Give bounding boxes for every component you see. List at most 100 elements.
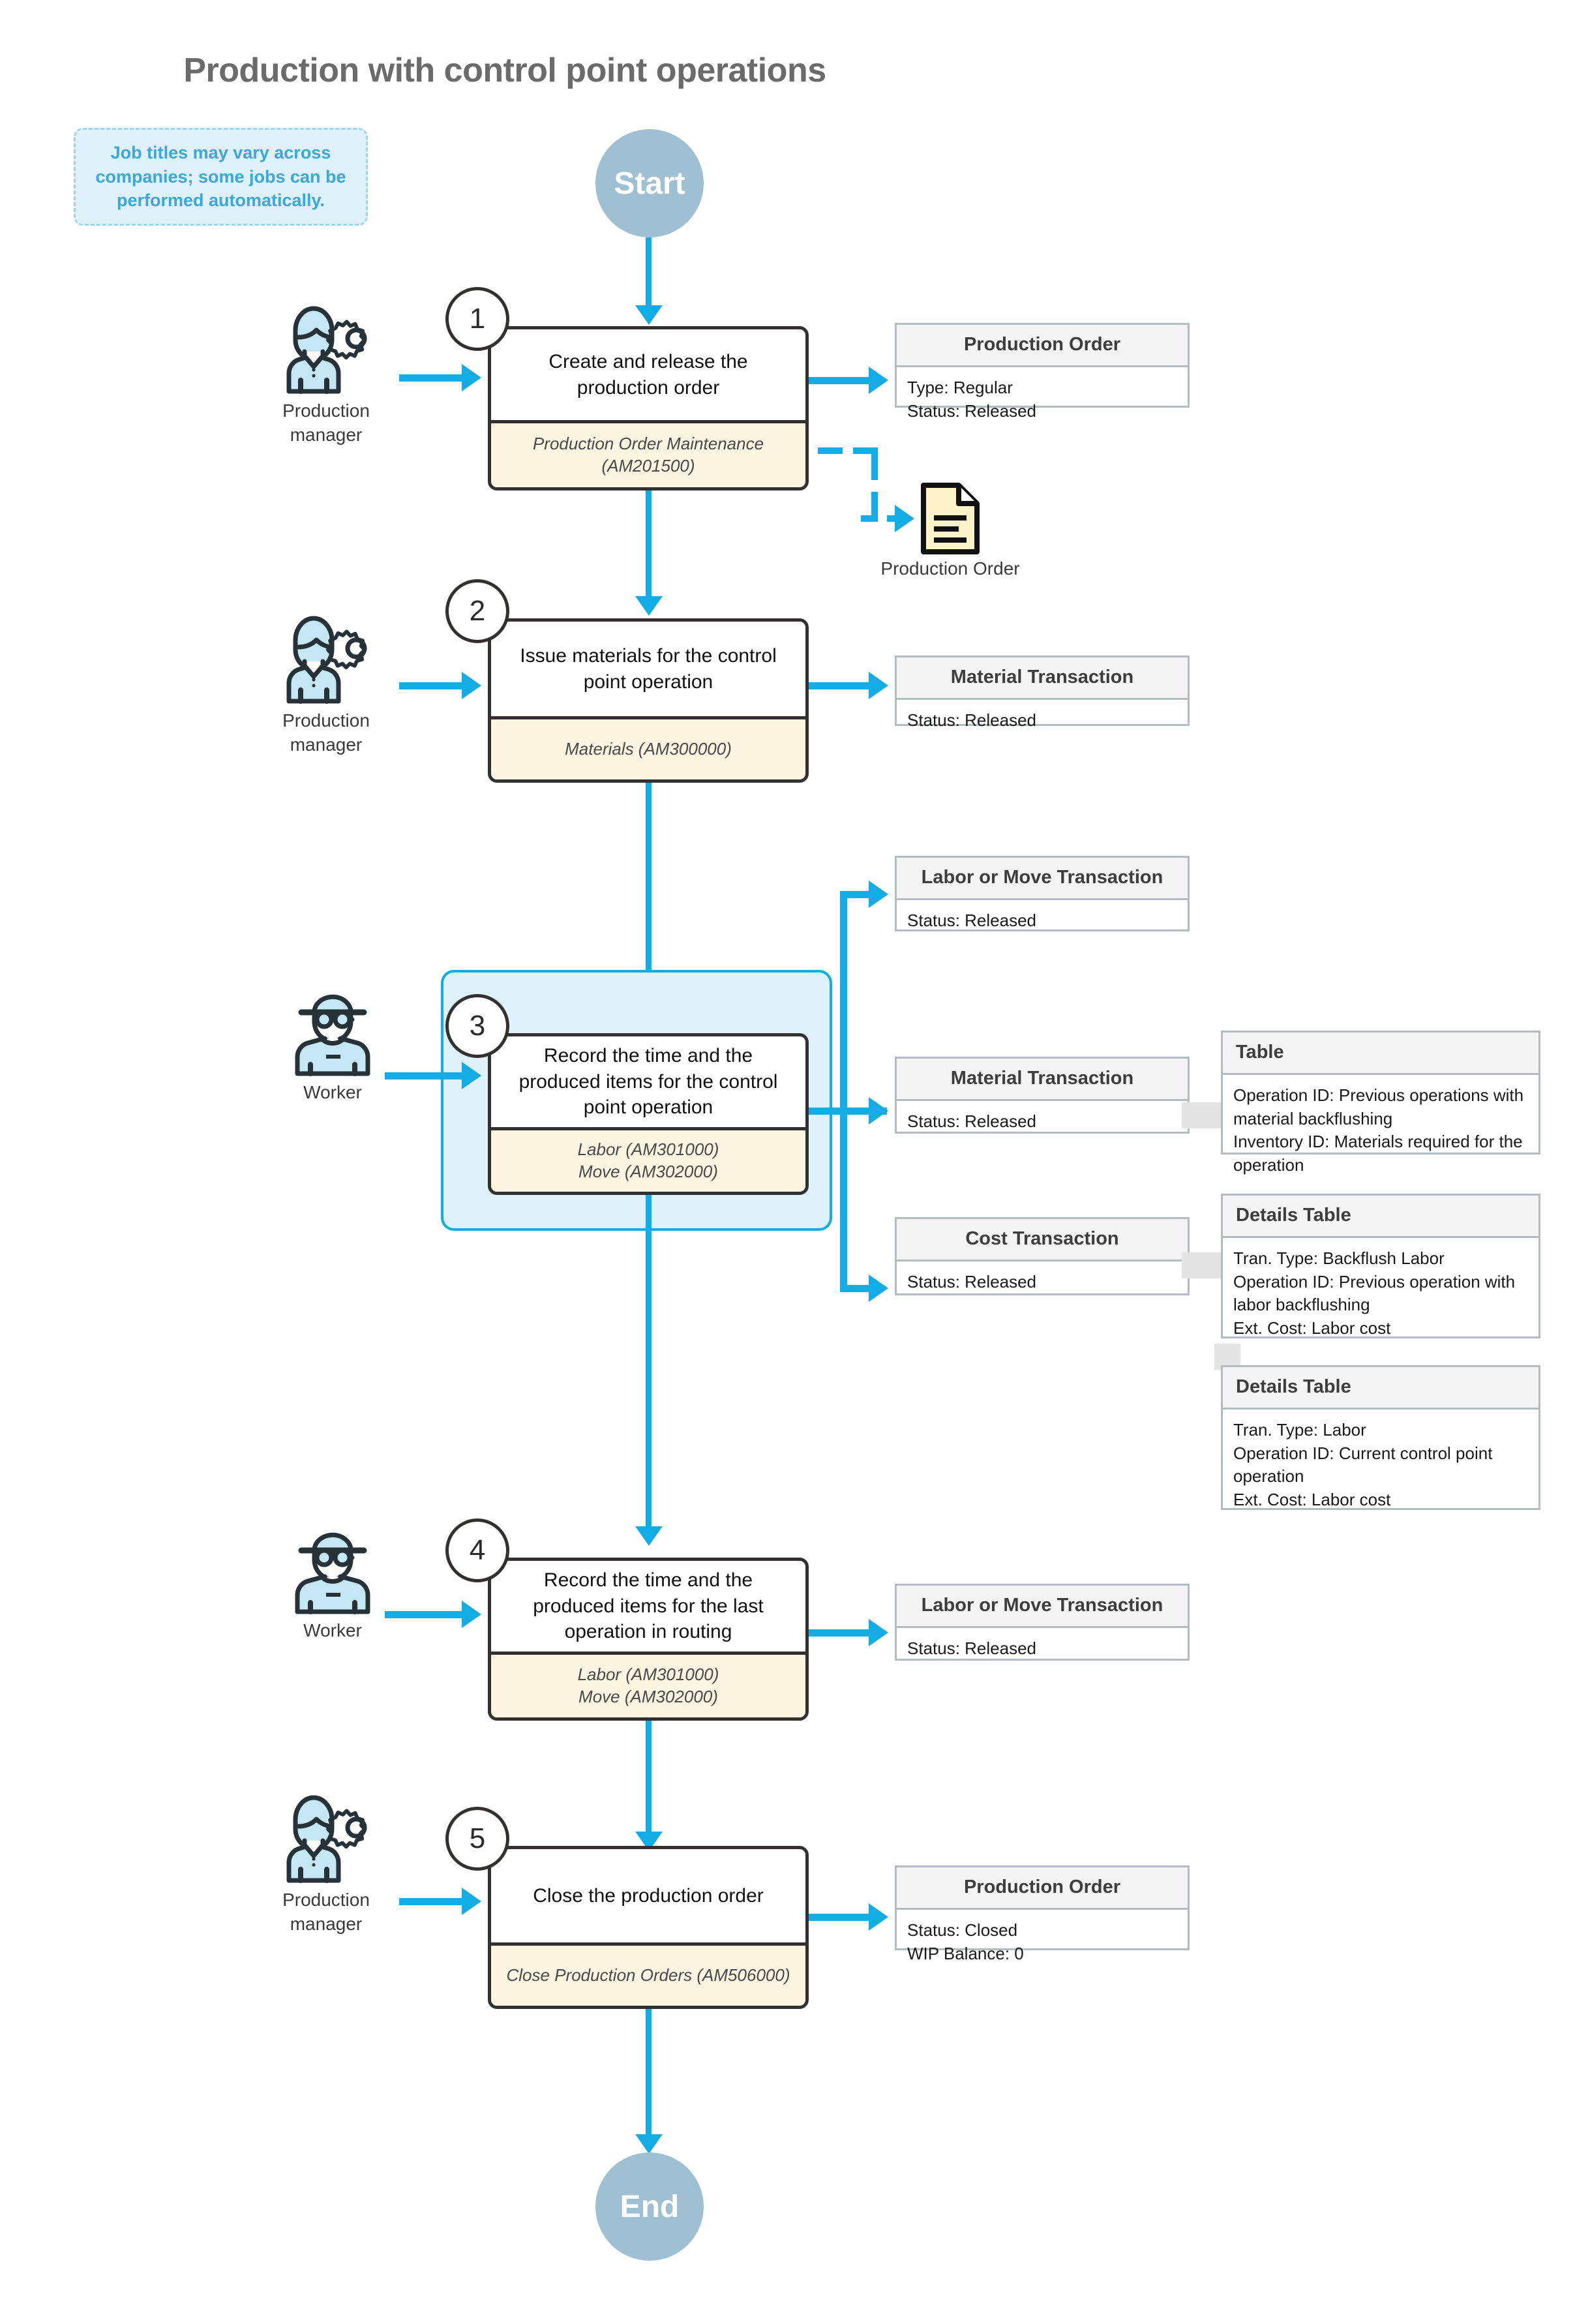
flow-actor2-line [399,682,464,689]
detail-table-body: Tran. Type: Backflush Labor Operation ID… [1223,1238,1538,1350]
entity-body-text: Status: Released [907,1271,1037,1291]
end-node: End [595,2152,704,2261]
flow-actor2-arrowhead [462,672,481,699]
flow-step5-to-entity [809,1914,871,1921]
flow-actor1-line [399,374,464,382]
step-number-5: 5 [445,1807,509,1871]
process-2-screens: Materials (AM300000) [491,716,805,779]
flow-step4-to-entity [809,1629,871,1637]
note-text: Job titles may vary across companies; so… [95,143,346,211]
flow-step3-material-arrowhead [869,1097,888,1124]
process-box-5[interactable]: Close the production order Close Product… [488,1846,809,2009]
actor-label: Worker [303,1620,362,1640]
flow-step3-trunk-v [840,891,847,1292]
entity-body-text: Status: Released [907,710,1037,730]
dash-seg-4 [861,515,878,522]
flow-actor4-arrowhead [462,1601,481,1628]
flow-step4-to-step5 [646,1721,652,1834]
step-number-1-label: 1 [469,303,486,335]
entity-body-text: Status: Released [907,910,1037,930]
entity-body: Status: Released [897,900,1188,942]
detail-table-header: Table [1223,1033,1538,1075]
process-1-screens: Production Order Maintenance (AM201500) [491,420,805,487]
detail-table-labor: Details Table Tran. Type: Labor Operatio… [1221,1365,1540,1510]
start-label: Start [614,166,685,201]
worker-icon [295,1532,370,1614]
detail-table-body-text: Operation ID: Previous operations with m… [1233,1085,1524,1175]
production-manager-icon [286,306,367,394]
entity-labor-move-transaction-3: Labor or Move Transaction Status: Releas… [895,856,1190,931]
entity-material-transaction-3: Material Transaction Status: Released [895,1057,1190,1134]
flow-arrowhead-step1 [635,305,663,325]
entity-body: Status: Released [897,1628,1188,1670]
production-manager-icon [286,1795,367,1883]
entity-header: Labor or Move Transaction [897,1586,1188,1628]
flow-step3-branch-material [840,1108,871,1115]
document-production-order [921,483,980,558]
flow-step1-to-entity [809,377,871,384]
flow-step1-to-step2 [646,490,652,599]
flow-actor1-arrowhead [462,364,481,391]
process-5-screens: Close Production Orders (AM506000) [491,1942,805,2006]
flow-step5-entity-arrowhead [869,1903,888,1931]
worker-icon [295,994,370,1076]
actor-worker-4: Worker [254,1523,411,1642]
flow-step5-to-end [646,2009,652,2137]
entity-body: Status: Released [897,1261,1188,1303]
connector-stub-details-backflush [1182,1252,1225,1278]
step-number-2: 2 [445,579,509,643]
step-number-4: 4 [445,1518,509,1582]
detail-table-body: Tran. Type: Labor Operation ID: Current … [1223,1410,1538,1522]
entity-body-text: Status: Closed WIP Balance: 0 [907,1920,1024,1963]
flow-start-to-step1 [646,237,652,308]
production-manager-icon [286,616,367,704]
document-icon [921,483,980,554]
step-number-3-label: 3 [469,1010,486,1042]
actor-label: Production manager [282,710,370,755]
flow-actor5-arrowhead [462,1888,481,1915]
flow-step2-arrowhead [635,596,663,616]
flow-step2-to-step3 [646,783,652,1002]
actor-label: Production manager [282,400,370,445]
entity-header: Labor or Move Transaction [897,858,1188,900]
entity-material-transaction-2: Material Transaction Status: Released [895,656,1190,730]
entity-cost-transaction-3: Cost Transaction Status: Released [895,1217,1190,1295]
step-number-5-label: 5 [469,1822,486,1854]
step-number-2-label: 2 [469,595,486,627]
process-4-screens: Labor (AM301000) Move (AM302000) [491,1651,805,1717]
entity-body-text: Status: Released [907,1638,1037,1658]
flow-actor3-line [385,1072,464,1079]
flow-actor4-line [385,1611,464,1618]
dash-arrowhead [895,505,914,532]
process-box-1[interactable]: Create and release the production order … [488,326,809,490]
process-box-4[interactable]: Record the time and the produced items f… [488,1558,809,1721]
process-box-2[interactable]: Issue materials for the control point op… [488,618,809,783]
flow-step4-arrowhead [635,1526,663,1546]
entity-body: Type: Regular Status: Released [897,367,1188,432]
flow-step3-labor-arrowhead [869,881,888,908]
process-5-text: Close the production order [491,1849,805,1942]
connector-stub-table [1182,1102,1225,1128]
detail-table-material: Table Operation ID: Previous operations … [1221,1031,1540,1175]
flow-end-arrowhead [635,2134,663,2154]
process-2-text: Issue materials for the control point op… [491,622,805,716]
entity-body-text: Type: Regular Status: Released [907,377,1037,421]
process-4-text: Record the time and the produced items f… [491,1561,805,1652]
flow-step3-cost-arrowhead [869,1275,888,1302]
detail-table-body: Operation ID: Previous operations with m… [1223,1075,1538,1187]
entity-labor-move-transaction-4: Labor or Move Transaction Status: Releas… [895,1584,1190,1661]
step-number-1: 1 [445,287,509,351]
detail-table-backflush-labor: Details Table Tran. Type: Backflush Labo… [1221,1194,1540,1338]
detail-table-body-text: Tran. Type: Backflush Labor Operation ID… [1233,1248,1516,1338]
entity-body: Status: Released [897,1101,1188,1143]
process-box-3[interactable]: Record the time and the produced items f… [488,1033,809,1195]
actor-production-manager-5: Production manager [248,1786,404,1936]
entity-header: Production Order [897,1867,1188,1910]
entity-body: Status: Closed WIP Balance: 0 [897,1910,1188,1975]
actor-production-manager-1: Production manager [248,297,404,447]
dash-seg-3 [871,492,878,518]
document-label: Production Order [880,558,1020,579]
process-1-text: Create and release the production order [491,329,805,420]
start-node: Start [595,129,704,237]
